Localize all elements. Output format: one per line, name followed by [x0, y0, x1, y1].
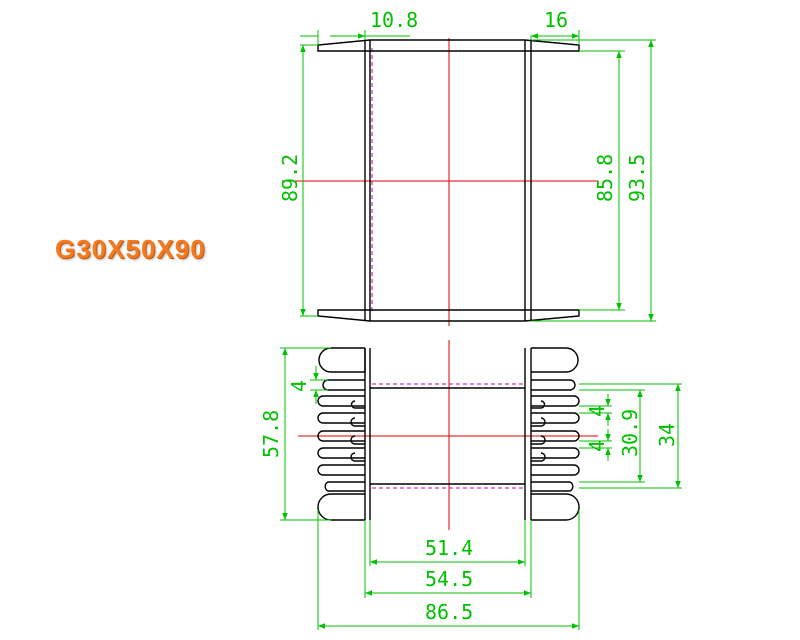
bottom-view: 57.8 4 4 4 30.9 34 51.4 54.5 86.5 — [259, 340, 682, 630]
part-title: G30X50X90 — [55, 234, 206, 264]
bottom-plate-left — [317, 493, 365, 521]
top-view: 10.8 16 89.2 85.8 93.5 — [278, 8, 656, 326]
dim-pitch-right-bottom: 4 — [585, 440, 609, 452]
dim-height-pins-inner: 30.9 — [618, 409, 642, 457]
dim-flange-left: 10.8 — [370, 8, 418, 32]
bottom-outline — [317, 347, 580, 521]
dim-pitch-left: 4 — [287, 380, 311, 392]
bottom-centerlines — [298, 340, 598, 530]
dim-flange-right: 16 — [544, 8, 568, 32]
dim-height-pins-outer: 34 — [655, 423, 679, 447]
dim-width-mid: 54.5 — [425, 567, 473, 591]
dim-height-outer: 93.5 — [625, 154, 649, 202]
dim-height-total: 57.8 — [259, 410, 283, 458]
top-plate-left — [318, 347, 365, 373]
top-dimension-texts: 10.8 16 89.2 85.8 93.5 — [278, 8, 649, 202]
dim-pitch-right-top: 4 — [585, 405, 609, 417]
bottom-plate-right — [531, 493, 580, 521]
bottom-hidden-lines — [372, 383, 525, 489]
bottom-dimension-texts: 57.8 4 4 4 30.9 34 51.4 54.5 86.5 — [259, 380, 679, 624]
dim-height-mid: 85.8 — [593, 154, 617, 202]
dim-height-inner: 89.2 — [278, 154, 302, 202]
dim-width-total: 86.5 — [425, 600, 473, 624]
left-pins — [317, 379, 365, 492]
top-plate-right — [531, 347, 579, 373]
dim-width-inner: 51.4 — [425, 536, 473, 560]
bottom-dimension-lines — [280, 347, 682, 630]
top-outline — [317, 39, 580, 322]
top-centerlines — [282, 38, 598, 326]
right-pins — [531, 379, 580, 492]
top-dimension-lines — [300, 30, 656, 322]
